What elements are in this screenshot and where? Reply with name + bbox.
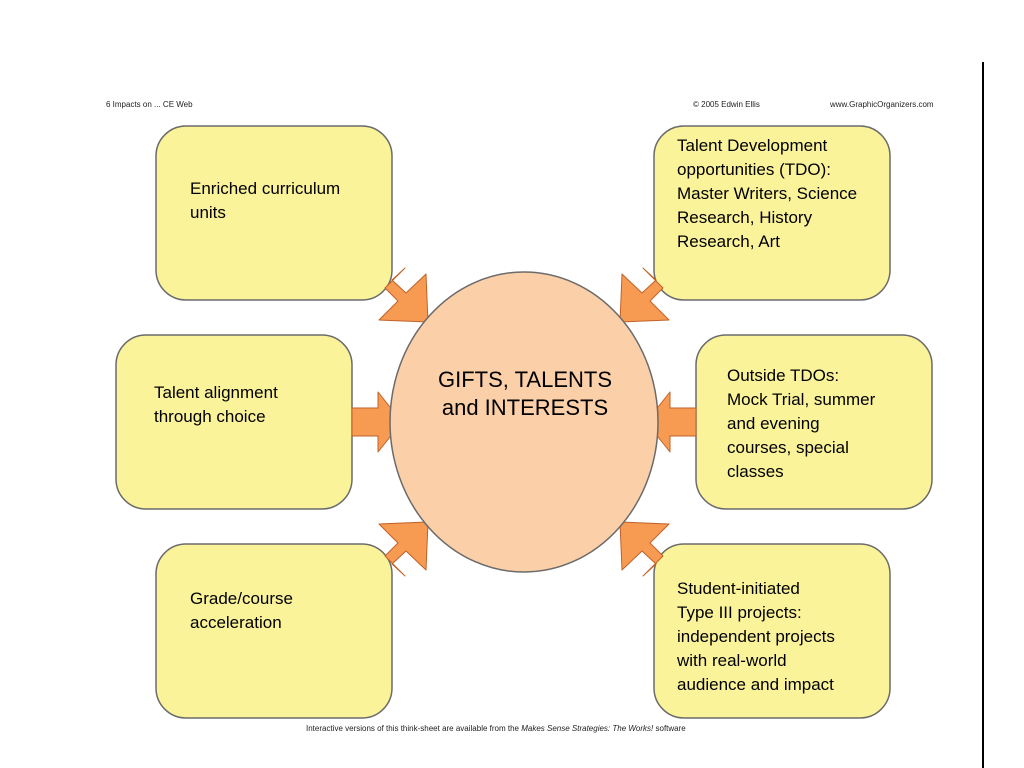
header-copyright: © 2005 Edwin Ellis — [693, 100, 760, 109]
box-top-left — [155, 125, 393, 301]
footer-product: Makes Sense Strategies: The Works! — [521, 724, 654, 733]
box-top-right-text: Talent Development opportunities (TDO): … — [677, 136, 858, 251]
box-bottom-right — [653, 543, 891, 719]
box-top-left-text: Enriched curriculum units — [190, 179, 341, 222]
vertical-divider-line — [982, 62, 984, 768]
box-mid-left-text: Talent alignment through choice — [154, 383, 278, 426]
center-ellipse — [389, 271, 659, 573]
center-title-line-2: and INTERESTS — [441, 395, 609, 420]
header-website: www.GraphicOrganizers.com — [830, 100, 934, 109]
box-bottom-left-text: Grade/course acceleration — [190, 589, 293, 632]
footer-suffix: software — [653, 724, 686, 733]
box-bottom-right-text: Student-initiated Type III projects: ind… — [677, 579, 835, 694]
center-title-line-1: GIFTS, TALENTS — [438, 367, 612, 392]
header-left-label: 6 Impacts on ... CE Web — [106, 100, 193, 109]
footer-note: Interactive versions of this think-sheet… — [306, 724, 686, 733]
center-title: GIFTS, TALENTS and INTERESTS — [395, 366, 655, 422]
box-mid-right-text: Outside TDOs: Mock Trial, summer and eve… — [727, 366, 876, 481]
box-top-right — [653, 125, 891, 301]
box-bottom-left — [155, 543, 393, 719]
footer-prefix: Interactive versions of this think-sheet… — [306, 724, 522, 733]
